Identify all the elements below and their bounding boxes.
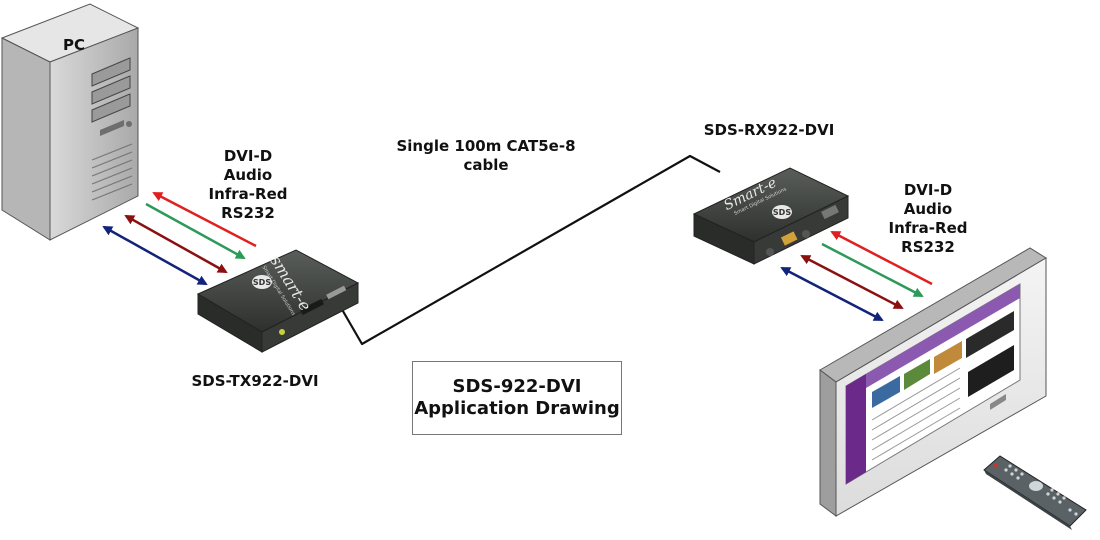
right-signal-labels: DVI-D Audio Infra-Red RS232	[880, 181, 976, 257]
receiver-box-icon: Smart-e Smart Digital Solutions SDS	[692, 167, 850, 265]
right-signal-dvi-label: DVI-D	[903, 181, 953, 199]
left-signal-dvi-label: DVI-D	[223, 147, 273, 165]
cable-label: Single 100m CAT5e-8 cable	[386, 137, 586, 175]
right-signal-arrows	[780, 230, 933, 322]
cat5-cable	[339, 154, 721, 346]
pc-tower-icon	[0, 3, 140, 241]
transmitter-label: SDS-TX922-DVI	[191, 372, 319, 390]
right-signal-infrared-label: Infra-Red	[888, 219, 968, 237]
right-signal-rs232-label: RS232	[901, 238, 955, 256]
transmitter-box-icon: smart-e Smart Digital Solutions SDS	[196, 249, 360, 353]
arrow-rs232-right	[780, 266, 884, 322]
drawing-title-box: SDS-922-DVI Application Drawing	[412, 361, 622, 435]
receiver-label: SDS-RX922-DVI	[703, 121, 835, 139]
pc-label: PC	[62, 36, 85, 54]
arrow-rs232-left	[102, 225, 208, 286]
right-signal-audio-label: Audio	[903, 200, 953, 218]
left-signal-labels: DVI-D Audio Infra-Red RS232	[200, 147, 296, 223]
remote-control-icon	[983, 455, 1087, 530]
monitor-icon	[819, 247, 1047, 517]
arrow-infrared-right	[800, 254, 904, 310]
drawing-title-line2: Application Drawing	[414, 398, 620, 419]
drawing-title-line1: SDS-922-DVI	[452, 376, 582, 397]
left-signal-rs232-label: RS232	[221, 204, 275, 222]
cable-label-line2: cable	[463, 156, 509, 174]
cable-label-line1: Single 100m CAT5e-8	[396, 137, 576, 155]
left-signal-arrows	[102, 191, 257, 286]
left-signal-audio-label: Audio	[223, 166, 273, 184]
left-signal-infrared-label: Infra-Red	[208, 185, 288, 203]
transmitter-logo: SDS	[253, 278, 271, 287]
arrow-infrared-left	[124, 214, 228, 274]
receiver-logo: SDS	[773, 208, 791, 217]
